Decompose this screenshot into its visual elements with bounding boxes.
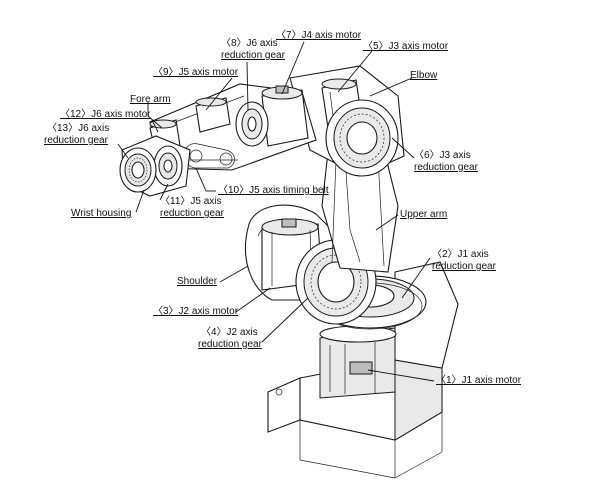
label-j6-reduction-gear-8-line1: 〈8〉J6 axis [221,38,278,49]
label-j4-axis-motor: 〈7〉J4 axis motor [276,30,362,41]
label-j3-reduction-gear-line2: reduction gear [414,162,478,173]
j6-reduction-gear-upper [235,101,269,147]
label-j1-axis-motor: 〈1〉J1 axis motor [436,375,522,386]
label-j6-reduction-gear-13-line1: 〈13〉J6 axis [47,123,110,134]
j4-motor [261,85,309,147]
label-j6-reduction-gear-13-line2: reduction gear [44,135,108,146]
label-fore-arm: Fore arm [130,94,171,105]
label-j6-reduction-gear-8-line2: reduction gear [221,50,285,61]
label-shoulder: Shoulder [177,276,218,287]
j5-motor [195,97,231,133]
label-j5-reduction-gear-line2: reduction gear [160,208,224,219]
leader-lines [117,41,435,382]
label-j1-reduction-gear-line2: reduction gear [432,261,496,272]
upper-arm [321,149,399,273]
label-j2-axis-motor: 〈3〉J2 axis motor [153,306,239,317]
label-upper-arm: Upper arm [400,209,448,220]
j1-motor [319,325,397,399]
label-wrist-housing: Wrist housing [71,208,132,219]
label-j1-reduction-gear-line1: 〈2〉J1 axis [432,249,489,260]
label-elbow: Elbow [410,70,438,81]
j5-reduction-gear [153,145,183,187]
label-j5-reduction-gear-line1: 〈11〉J5 axis [160,196,222,207]
label-j3-reduction-gear-line1: 〈6〉J3 axis [414,150,471,161]
label-j5-axis-motor: 〈9〉J5 axis motor [153,67,239,78]
label-j2-reduction-gear-line1: 〈4〉J2 axis [201,327,258,338]
j5-timing-belt [184,143,235,169]
label-j3-axis-motor: 〈5〉J3 axis motor [363,41,449,52]
label-j5-timing-belt: 〈10〉J5 axis timing belt [218,185,329,196]
label-j2-reduction-gear-line2: reduction gear [198,339,262,350]
j6-reduction-gear [119,147,157,193]
j3-reduction-gear [325,99,399,177]
label-j6-axis-motor: 〈12〉J6 axis motor [60,109,151,120]
